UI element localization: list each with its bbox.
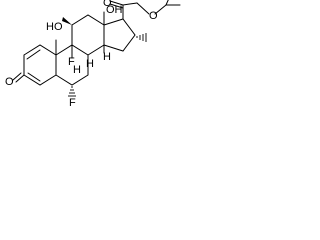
atom-label-h: H	[86, 58, 94, 70]
atom-label-oh: HO	[46, 21, 63, 33]
carbonyl-bond	[109, 3, 124, 9]
atom-label-h: H	[73, 64, 81, 76]
atom-label-f: F	[69, 97, 76, 109]
carbonyl-bond	[109, 0, 124, 6]
atom-labels: HO OH H H F H F O O O O	[5, 0, 158, 109]
atom-label-o: O	[5, 76, 14, 88]
atom-label-oh: OH	[106, 4, 123, 16]
wedge-bond	[62, 17, 72, 25]
double-bond	[26, 49, 41, 60]
bond	[71, 14, 105, 56]
atom-label-o: O	[149, 10, 158, 22]
bond	[122, 2, 138, 6]
bond	[154, 4, 167, 15]
bond-layer	[12, 0, 181, 97]
bond	[55, 44, 89, 86]
carbonyl-bond	[12, 72, 22, 81]
structure-diagram: HO OH H H F H F O O O O	[5, 0, 181, 109]
bond	[23, 44, 57, 86]
atom-label-o: O	[103, 0, 112, 9]
carbonyl-bond	[15, 74, 25, 83]
atom-label-h: H	[103, 51, 111, 63]
atom-label-f: F	[68, 56, 75, 68]
carbonyl-bond	[165, 0, 169, 6]
bond	[136, 2, 150, 15]
bond	[103, 18, 136, 52]
double-bond	[27, 72, 41, 82]
